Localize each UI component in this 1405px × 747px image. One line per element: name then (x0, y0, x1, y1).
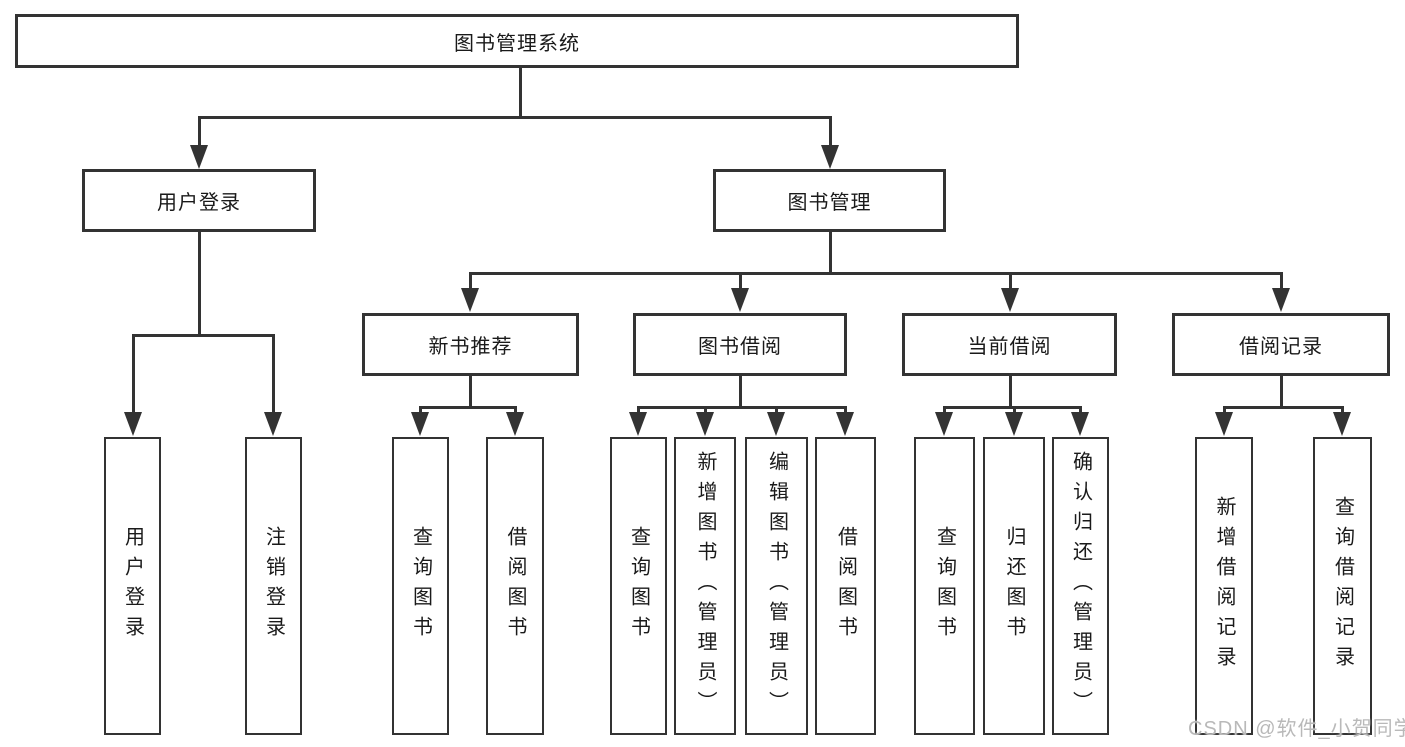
leaf-label: 编辑图书（管理员） (765, 451, 788, 721)
leaf-return-books: 归还图书 (983, 437, 1045, 735)
leaf-query-books-recommend: 查询图书 (392, 437, 449, 735)
leaf-label: 新增图书（管理员） (694, 451, 716, 721)
leaf-label: 查询借阅记录 (1331, 496, 1354, 676)
leaf-label: 用户登录 (121, 526, 144, 646)
connector-line (1012, 407, 1016, 416)
node-user-login: 用户登录 (82, 169, 316, 232)
node-book-management: 图书管理 (713, 169, 946, 232)
arrowhead-down-icon (821, 145, 839, 169)
node-current-borrow: 当前借阅 (902, 313, 1117, 376)
arrowhead-down-icon (696, 412, 714, 436)
leaf-label: 查询图书 (933, 526, 956, 646)
node-root: 图书管理系统 (15, 14, 1019, 68)
leaf-label: 新增借阅记录 (1213, 496, 1235, 676)
arrowhead-down-icon (1215, 412, 1233, 436)
arrowhead-down-icon (1272, 288, 1290, 312)
connector-line (1340, 407, 1344, 416)
node-new-book-recommend: 新书推荐 (362, 313, 579, 376)
arrowhead-down-icon (461, 288, 479, 312)
leaf-borrow-books: 借阅图书 (815, 437, 876, 735)
connector-line (843, 407, 847, 416)
connector-line (418, 407, 422, 416)
leaf-label: 借阅图书 (504, 526, 526, 646)
connector-line (703, 407, 707, 416)
arrowhead-down-icon (506, 412, 524, 436)
connector-line (828, 117, 832, 149)
connector-line (1222, 407, 1226, 416)
leaf-label: 归还图书 (1003, 526, 1025, 646)
watermark: CSDN @软件_小贺同学 (1188, 718, 1405, 740)
arrowhead-down-icon (836, 412, 854, 436)
leaf-query-books-borrow: 查询图书 (610, 437, 667, 735)
connector-line (468, 271, 1283, 275)
leaf-query-borrow-record: 查询借阅记录 (1313, 437, 1372, 735)
leaf-edit-books-admin: 编辑图书（管理员） (745, 437, 808, 735)
leaf-add-borrow-record: 新增借阅记录 (1195, 437, 1253, 735)
leaf-query-books-current: 查询图书 (914, 437, 975, 735)
leaf-confirm-return-admin: 确认归还（管理员） (1052, 437, 1109, 735)
arrowhead-down-icon (1333, 412, 1351, 436)
connector-line (738, 376, 742, 407)
connector-line (271, 335, 275, 416)
arrowhead-down-icon (731, 288, 749, 312)
connector-line (636, 407, 640, 416)
arrowhead-down-icon (1001, 288, 1019, 312)
connector-line (1008, 273, 1012, 292)
node-label: 当前借阅 (967, 336, 1052, 358)
leaf-label: 查询图书 (627, 526, 650, 646)
node-label: 图书管理 (787, 192, 872, 214)
node-book-borrow: 图书借阅 (633, 313, 847, 376)
connector-line (1008, 376, 1012, 407)
node-label: 用户登录 (157, 192, 241, 214)
node-root-label: 图书管理系统 (454, 32, 580, 55)
leaf-borrow-books-recommend: 借阅图书 (486, 437, 544, 735)
leaf-logout: 注销登录 (245, 437, 302, 735)
connector-line (942, 407, 946, 416)
connector-line (1279, 376, 1283, 407)
arrowhead-down-icon (411, 412, 429, 436)
node-label: 图书借阅 (698, 336, 782, 358)
leaf-user-login: 用户登录 (104, 437, 161, 735)
connector-line (1279, 273, 1283, 292)
connector-line (636, 405, 847, 409)
leaf-add-books-admin: 新增图书（管理员） (674, 437, 736, 735)
arrowhead-down-icon (264, 412, 282, 436)
connector-line (942, 405, 1082, 409)
node-label: 新书推荐 (428, 336, 513, 358)
connector-line (197, 117, 201, 149)
arrowhead-down-icon (1071, 412, 1089, 436)
connector-line (774, 407, 778, 416)
arrowhead-down-icon (629, 412, 647, 436)
connector-line (418, 405, 517, 409)
arrowhead-down-icon (190, 145, 208, 169)
connector-line (131, 335, 135, 416)
connector-line (518, 68, 522, 117)
arrowhead-down-icon (767, 412, 785, 436)
connector-line (1078, 407, 1082, 416)
node-label: 借阅记录 (1239, 336, 1323, 358)
leaf-label: 注销登录 (262, 526, 285, 646)
leaf-label: 借阅图书 (834, 526, 857, 646)
connector-line (468, 273, 472, 292)
connector-line (197, 115, 832, 119)
arrowhead-down-icon (124, 412, 142, 436)
connector-line (468, 376, 472, 407)
connector-line (828, 232, 832, 273)
arrowhead-down-icon (935, 412, 953, 436)
node-borrow-records: 借阅记录 (1172, 313, 1390, 376)
connector-line (738, 273, 742, 292)
leaf-label: 确认归还（管理员） (1069, 451, 1092, 721)
arrowhead-down-icon (1005, 412, 1023, 436)
connector-line (131, 333, 275, 337)
connector-line (1222, 405, 1344, 409)
connector-line (513, 407, 517, 416)
connector-line (197, 232, 201, 335)
leaf-label: 查询图书 (409, 526, 432, 646)
